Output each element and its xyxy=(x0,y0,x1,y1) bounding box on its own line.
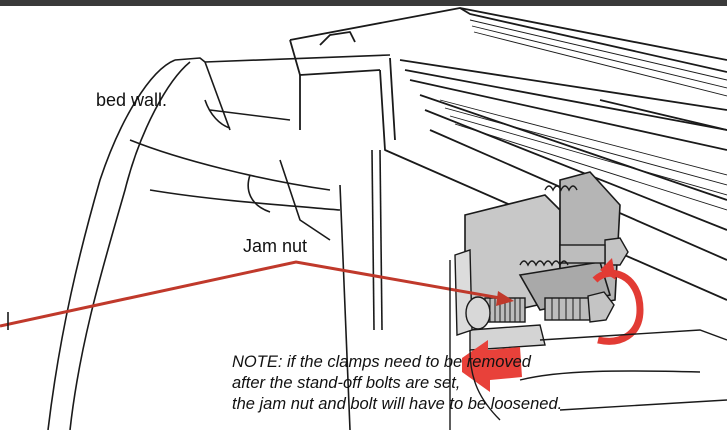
jam-nut-label: Jam nut xyxy=(243,236,308,256)
direction-arrow xyxy=(462,340,522,392)
tonneau-rail xyxy=(289,7,727,301)
jam-nut-leader-line xyxy=(0,260,514,330)
removal-note: NOTE: if the clamps need to be removed a… xyxy=(232,352,702,415)
stand-off-bolts xyxy=(465,237,629,330)
note-line-3: the jam nut and bolt will have to be loo… xyxy=(232,395,563,413)
note-line-1: NOTE: if the clamps need to be removed xyxy=(232,353,531,371)
top-border xyxy=(0,0,727,6)
springs xyxy=(519,185,578,267)
truck-bed-wall-outline xyxy=(47,54,391,430)
lower-bracket xyxy=(449,260,727,430)
bed-wall-label: bed wall. xyxy=(96,90,168,110)
rotation-arrow xyxy=(592,258,644,345)
note-line-2: after the stand-off bolts are set, xyxy=(232,374,461,392)
rail-ridges xyxy=(439,19,727,211)
